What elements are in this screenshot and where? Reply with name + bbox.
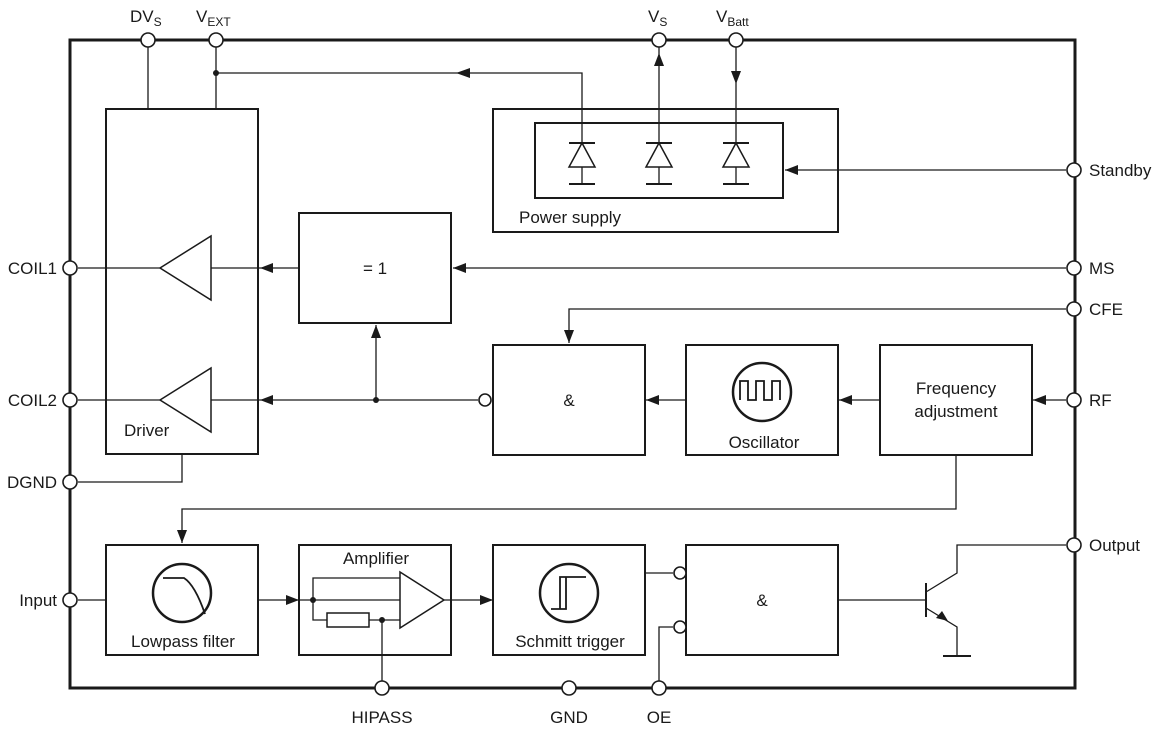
frequency-adjustment-block	[879, 344, 1033, 456]
label-dvs: DVS	[130, 7, 162, 29]
transistor-emitter	[925, 607, 958, 655]
label-gnd: GND	[550, 708, 588, 727]
label-lowpass-filter: Lowpass filter	[131, 632, 235, 651]
pin-cfe	[1066, 301, 1082, 317]
diode-2	[644, 139, 674, 185]
schmitt-trigger-icon	[538, 562, 600, 624]
label-buffer: = 1	[363, 259, 387, 278]
label-output: Output	[1089, 536, 1140, 555]
arrow-ms	[453, 263, 466, 273]
pin-output	[1066, 537, 1082, 553]
pin-vext	[208, 32, 224, 48]
label-rf: RF	[1089, 391, 1112, 410]
arrow-rf	[1033, 395, 1046, 405]
lowpass-filter-icon	[151, 562, 213, 624]
arrow-to-vs	[654, 53, 664, 66]
pin-dvs	[140, 32, 156, 48]
amp-triangle	[399, 570, 446, 630]
and-bottom-input-1	[673, 566, 687, 580]
label-and-top: &	[563, 391, 575, 410]
wire-cfe	[568, 308, 1066, 343]
arrow-osc-to-and	[646, 395, 659, 405]
pin-vbatt	[728, 32, 744, 48]
junction-branch	[373, 397, 379, 403]
label-dgnd: DGND	[7, 473, 57, 492]
label-and-bottom: &	[756, 591, 768, 610]
pin-dgnd	[62, 474, 78, 490]
label-power-supply: Power supply	[519, 208, 622, 227]
pin-vs	[651, 32, 667, 48]
amp-resistor	[326, 612, 370, 628]
label-vext: VEXT	[196, 7, 231, 29]
label-adjustment: adjustment	[914, 402, 997, 421]
label-hipass: HIPASS	[351, 708, 412, 727]
driver-amplifier-2	[158, 366, 212, 434]
label-coil2: COIL2	[8, 391, 57, 410]
diode-1	[567, 139, 597, 185]
wire-oe	[658, 626, 673, 681]
label-oscillator: Oscillator	[729, 433, 800, 452]
label-driver: Driver	[124, 421, 170, 440]
pin-coil2	[62, 392, 78, 408]
label-coil1: COIL1	[8, 259, 57, 278]
label-ms: MS	[1089, 259, 1115, 278]
label-amplifier: Amplifier	[343, 549, 409, 568]
amp-top-wire	[312, 577, 400, 600]
arrow-lowpass-to-amp	[286, 595, 299, 605]
pin-standby	[1066, 162, 1082, 178]
arrow-buffer-to-driver	[260, 263, 273, 273]
label-vbatt: VBatt	[716, 7, 749, 29]
arrow-branch-to-buffer	[371, 325, 381, 338]
arrow-cfe	[564, 330, 574, 343]
wire-dgnd	[78, 454, 183, 483]
label-vs: VS	[648, 7, 667, 29]
pin-ms	[1066, 260, 1082, 276]
pin-gnd	[561, 680, 577, 696]
pin-rf	[1066, 392, 1082, 408]
arrow-from-vbatt	[731, 71, 741, 84]
label-cfe: CFE	[1089, 300, 1123, 319]
label-standby: Standby	[1089, 161, 1152, 180]
label-frequency: Frequency	[916, 379, 997, 398]
oscillator-icon	[731, 361, 793, 423]
arrow-amp-to-schmitt	[480, 595, 493, 605]
and-bottom-input-2	[673, 620, 687, 634]
pin-input	[62, 592, 78, 608]
transistor-emitter-arrow	[936, 611, 948, 621]
pin-hipass	[374, 680, 390, 696]
diode-3	[721, 139, 751, 185]
arrow-freq-to-lowpass	[177, 530, 187, 543]
arrow-and-to-driver	[260, 395, 273, 405]
pin-oe	[651, 680, 667, 696]
and-gate-top-block	[492, 344, 646, 456]
wire-freq-to-lowpass	[181, 455, 957, 543]
arrow-standby	[785, 165, 798, 175]
transistor-collector	[925, 544, 1066, 593]
and-gate-bottom-block	[685, 544, 839, 656]
arrow-freq-to-osc	[839, 395, 852, 405]
pin-coil1	[62, 260, 78, 276]
wire-diode1-to-vext	[216, 72, 583, 139]
label-oe: OE	[647, 708, 672, 727]
driver-amplifier-1	[158, 234, 212, 302]
inverting-bubble	[478, 393, 492, 407]
label-input: Input	[19, 591, 57, 610]
arrow-to-vext	[456, 68, 470, 78]
label-schmitt-trigger: Schmitt trigger	[515, 632, 625, 651]
